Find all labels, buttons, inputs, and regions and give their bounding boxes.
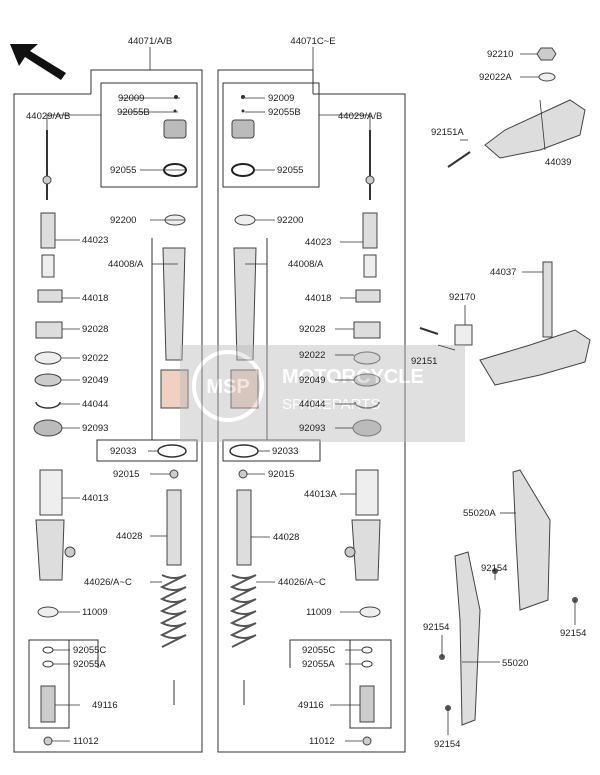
label-92028-left: 92028 — [82, 324, 108, 335]
right-seal-box — [289, 639, 392, 729]
left-seal-box — [28, 639, 99, 729]
label-92028-right: 92028 — [299, 324, 325, 335]
label-92015-right: 92015 — [268, 469, 294, 480]
label-92154-a: 92154 — [481, 563, 507, 574]
label-92055-left: 92055 — [110, 165, 136, 176]
label-44023-right: 44023 — [305, 237, 331, 248]
fork-guard-drawings — [439, 469, 578, 726]
label-11009-left: 11009 — [82, 607, 108, 618]
label-92154-c: 92154 — [423, 622, 449, 633]
label-44028-left: 44028 — [116, 531, 142, 542]
label-92055a-left: 92055A — [73, 659, 106, 670]
label-92049-right: 92049 — [299, 375, 325, 386]
left-cap-kit-box — [100, 82, 198, 188]
label-92093-right: 92093 — [299, 423, 325, 434]
label-92210: 92210 — [487, 49, 513, 60]
label-92049-left: 92049 — [82, 375, 108, 386]
watermark: MSP MOTORCYCLE SPAREPARTS — [180, 345, 465, 442]
watermark-subtitle: SPAREPARTS — [282, 396, 380, 413]
label-92055b-left: 92055B — [117, 107, 150, 118]
label-92093-left: 92093 — [82, 423, 108, 434]
label-44013a-right: 44013A — [304, 489, 337, 500]
label-92022-left: 92022 — [82, 353, 108, 364]
watermark-logo: MSP — [206, 376, 249, 398]
label-44029-right: 44029/A/B — [338, 111, 382, 122]
label-49116-right: 49116 — [298, 700, 324, 711]
label-49116-left: 49116 — [92, 700, 118, 711]
left-fork-assembly-box — [13, 47, 203, 753]
label-44039: 44039 — [545, 157, 571, 168]
label-44071-a-b: 44071/A/B — [128, 36, 172, 47]
label-92009-left: 92009 — [118, 93, 144, 104]
label-92009-right: 92009 — [268, 93, 294, 104]
label-92055a-right: 92055A — [302, 659, 335, 670]
label-44013-left: 44013 — [82, 493, 108, 504]
label-92170: 92170 — [449, 292, 475, 303]
direction-arrow-icon — [10, 44, 66, 80]
label-44028-right: 44028 — [273, 532, 299, 543]
label-92055c-left: 92055C — [73, 645, 106, 656]
label-92055-right: 92055 — [277, 165, 303, 176]
label-92151a: 92151A — [431, 127, 464, 138]
label-44026-left: 44026/A~C — [84, 577, 132, 588]
steering-part-drawings — [419, 47, 591, 386]
left-fork-part-drawings — [33, 95, 189, 746]
label-92022-right: 92022 — [299, 350, 325, 361]
label-92200-left: 92200 — [110, 215, 136, 226]
label-44008-right: 44008/A — [288, 259, 324, 270]
leader-lines — [46, 53, 576, 742]
label-11012-left: 11012 — [73, 736, 99, 747]
label-11009-right: 11009 — [306, 607, 332, 618]
label-44008-left: 44008/A — [108, 259, 144, 270]
label-55020a: 55020A — [463, 508, 496, 519]
label-92055c-right: 92055C — [302, 645, 335, 656]
label-44029-left: 44029/A/B — [26, 111, 70, 122]
label-92033-right: 92033 — [272, 446, 298, 457]
right-fork-assembly-box — [217, 47, 406, 753]
label-44071c-e: 44071C~E — [290, 36, 335, 47]
label-92154-d: 92154 — [434, 739, 460, 750]
label-92151: 92151 — [411, 356, 437, 367]
label-92055b-right: 92055B — [268, 107, 301, 118]
label-44018-right: 44018 — [305, 293, 331, 304]
label-92154-b: 92154 — [560, 628, 586, 639]
label-92033-left: 92033 — [110, 446, 136, 457]
right-fork-part-drawings — [229, 95, 382, 746]
right-cap-kit-box — [222, 82, 320, 188]
label-11012-right: 11012 — [309, 736, 335, 747]
label-44018-left: 44018 — [82, 293, 108, 304]
label-44044-right: 44044 — [299, 399, 325, 410]
label-55020: 55020 — [502, 658, 528, 669]
label-44023-left: 44023 — [82, 235, 108, 246]
label-44026-right: 44026/A~C — [278, 577, 326, 588]
label-92200-right: 92200 — [277, 215, 303, 226]
label-92022a: 92022A — [479, 72, 512, 83]
left-inner-tube-box — [96, 238, 198, 462]
watermark-title: MOTORCYCLE — [282, 366, 424, 388]
label-92015-left: 92015 — [113, 469, 139, 480]
right-inner-tube-box — [222, 238, 321, 462]
label-44044-left: 44044 — [82, 399, 108, 410]
label-44037: 44037 — [490, 267, 516, 278]
